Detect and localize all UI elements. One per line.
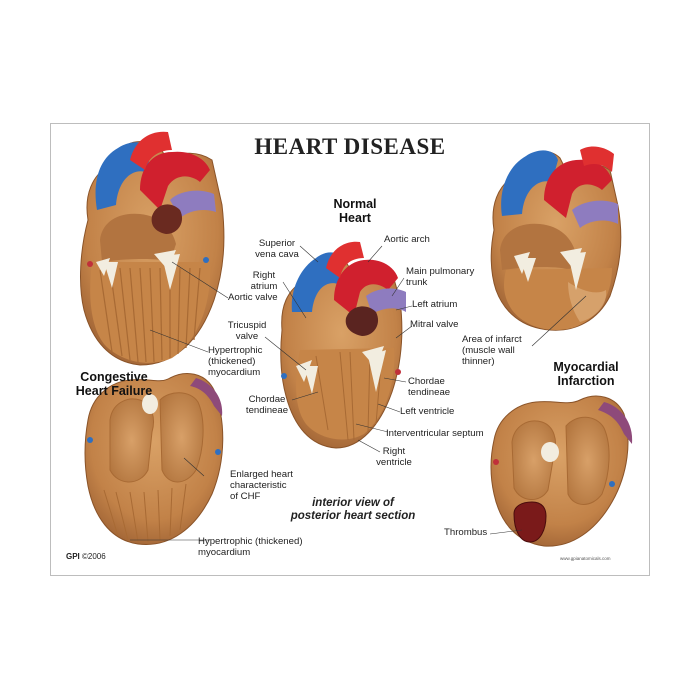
caption-interior-view: interior view of posterior heart section (290, 497, 416, 522)
section-title-chf: Congestive Heart Failure (75, 370, 153, 398)
label-main-pulmonary-trunk: Main pulmonary trunk (406, 266, 475, 288)
label-enlarged-heart: Enlarged heart characteristic of CHF (230, 469, 293, 502)
label-left-ventricle: Left ventricle (400, 406, 455, 417)
brand-logo: GPI (66, 552, 80, 561)
section-title-normal: Normal Heart (333, 197, 377, 225)
label-chordae-tendineae-left: Chordae tendineae (245, 394, 289, 416)
footer-copyright: GPI ©2006 (66, 552, 106, 561)
footer-url: www.gpianatomicals.com (560, 556, 611, 561)
page-title: HEART DISEASE (254, 134, 446, 159)
label-interventricular-septum: Interventricular septum (386, 428, 484, 439)
label-area-of-infarct: Area of infarct (muscle wall thinner) (462, 334, 522, 367)
normal-heart-section (280, 241, 406, 449)
label-left-atrium: Left atrium (412, 299, 458, 310)
chf-heart-section (80, 131, 225, 366)
copyright-year: ©2006 (82, 552, 106, 561)
label-aortic-valve: Aortic valve (228, 292, 278, 303)
label-chordae-tendineae-right: Chordae tendineae (408, 376, 451, 398)
mi-heart-section (490, 146, 622, 331)
label-right-atrium: Right atrium (250, 270, 278, 292)
label-hypertrophic-bottom: Hypertrophic (thickened) myocardium (198, 536, 303, 558)
label-thrombus: Thrombus (444, 527, 488, 538)
label-tricuspid-valve: Tricuspid valve (227, 320, 267, 342)
mi-bottom-section (490, 395, 633, 547)
label-hypertrophic-top: Hypertrophic (thickened) myocardium (208, 345, 263, 378)
label-right-ventricle: Right ventricle (376, 446, 412, 468)
label-mitral-valve: Mitral valve (410, 319, 459, 330)
section-title-mi: Myocardial Infarction (553, 360, 619, 388)
leader-lines (130, 245, 587, 541)
label-aortic-arch: Aortic arch (384, 234, 430, 245)
chf-bottom-section (84, 373, 224, 546)
label-superior-vena-cava: Superior vena cava (255, 238, 299, 260)
